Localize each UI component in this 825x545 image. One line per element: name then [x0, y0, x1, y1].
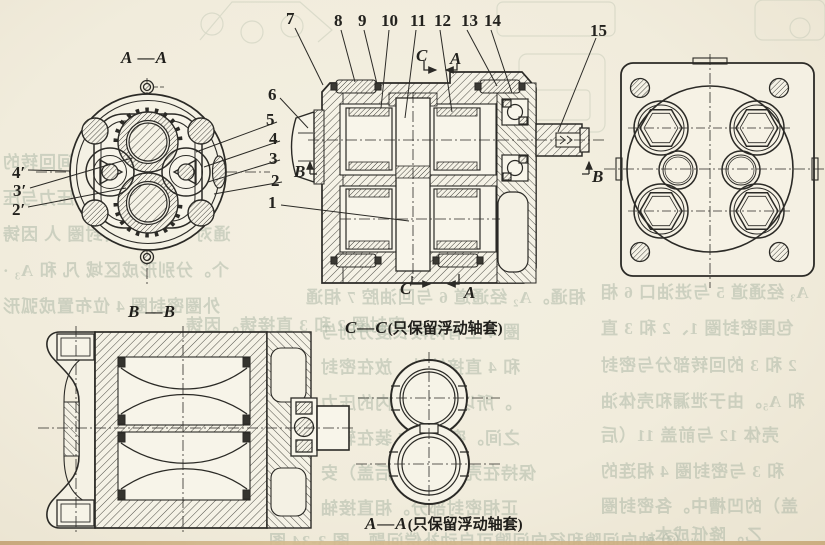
part-label-9: 9 — [358, 11, 367, 30]
view-section-bb — [38, 326, 356, 534]
part-label-6: 6 — [268, 85, 277, 104]
aa-letters: A—A — [365, 514, 408, 533]
bolt-holes — [81, 117, 215, 227]
marker-a-bottom: A — [464, 283, 476, 302]
marker-c-bottom: C — [400, 279, 412, 298]
bb-bearing — [290, 397, 318, 457]
part-label-13: 13 — [461, 11, 478, 30]
marker-c-top: C — [416, 46, 428, 65]
bottom-gear — [113, 172, 183, 238]
view-section-aa-circular — [36, 78, 270, 284]
leader-lines — [27, 27, 597, 222]
view-end-cover — [604, 54, 824, 288]
ball-bearing — [501, 98, 529, 182]
bottom-screw — [139, 249, 155, 265]
cover-pocket — [497, 191, 529, 273]
marker-b-left: B — [294, 162, 306, 181]
title-section-cc: C—C(只保留浮动轴套) — [345, 319, 503, 337]
marker-a-top: A — [450, 49, 462, 68]
corner-screw-holes — [629, 77, 790, 263]
part-label-4: 4 — [269, 129, 278, 148]
part-label-1: 1 — [268, 193, 277, 212]
top-screw — [139, 79, 166, 95]
cc-letters: C—C — [345, 318, 388, 337]
top-gear — [113, 107, 183, 173]
bb-lower-chamber — [117, 431, 251, 501]
title-section-aa-bottom: A—A(只保留浮动轴套) — [365, 515, 523, 533]
part-label-3-prime: 3′ — [13, 181, 27, 200]
part-label-12: 12 — [434, 11, 451, 30]
part-label-3: 3 — [269, 149, 278, 168]
part-label-14: 14 — [484, 11, 501, 30]
view-main-section — [27, 27, 604, 288]
cc-note: (只保留浮动轴套) — [387, 321, 503, 337]
part-label-10: 10 — [381, 11, 398, 30]
screw-plugs — [330, 79, 526, 268]
floating-bushing — [433, 107, 481, 171]
section-markers — [310, 61, 589, 288]
view-floating-bushings — [356, 352, 502, 516]
part-label-7: 7 — [286, 9, 295, 28]
part-label-2: 2 — [271, 171, 280, 190]
part-label-2-prime: 2′ — [12, 200, 26, 219]
page-bottom-edge — [0, 541, 825, 545]
title-section-aa-top: A —A — [121, 48, 168, 67]
part-label-4-prime: 4′ — [12, 163, 26, 182]
center-ports — [658, 150, 761, 190]
marker-b-right: B — [592, 167, 604, 186]
part-label-8: 8 — [334, 11, 343, 30]
floating-bushing — [345, 107, 393, 171]
part-label-15: 15 — [590, 21, 607, 40]
left-spline-hub — [85, 147, 135, 197]
aa-note: (只保留浮动轴套) — [407, 517, 523, 533]
bb-upper-chamber — [117, 356, 251, 426]
part-label-11: 11 — [410, 11, 427, 30]
title-section-bb: B —B — [128, 302, 176, 321]
right-spline-hub — [161, 147, 211, 197]
part-label-5: 5 — [266, 110, 275, 129]
